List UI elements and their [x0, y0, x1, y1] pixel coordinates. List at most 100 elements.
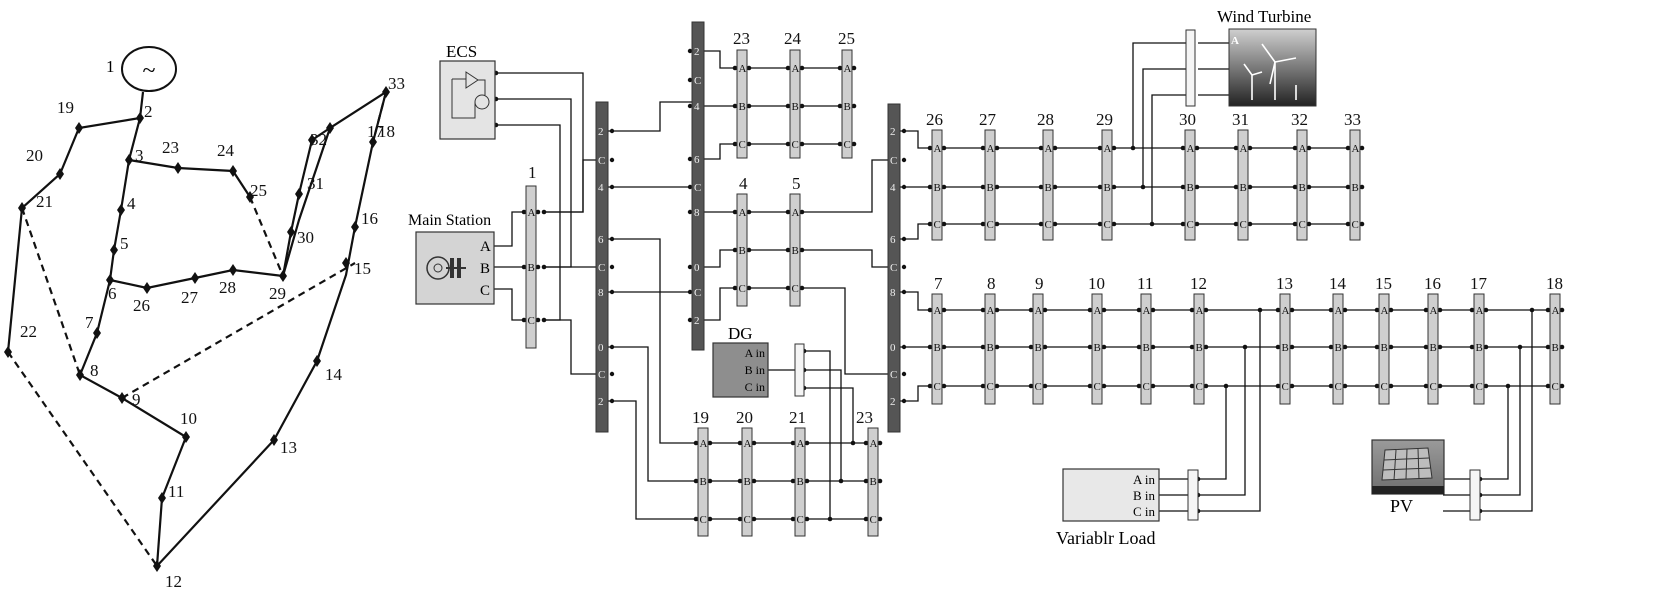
bus-label-4: 4 — [739, 174, 748, 193]
bus-column-10[interactable]: ABC — [1091, 293, 1103, 405]
bar6-port-7: C — [890, 369, 897, 381]
bus-node-29 — [279, 270, 287, 282]
bus-label-29: 29 — [1096, 110, 1113, 129]
bus-node-10 — [182, 431, 190, 443]
bus-label-7: 7 — [934, 274, 943, 293]
phase-label-c: C — [744, 514, 751, 526]
bar2-port-2: 4 — [598, 182, 604, 194]
phase-label-a: A — [1196, 305, 1204, 317]
variable-load-block[interactable]: A in B in C in Variablr Load — [1056, 468, 1199, 548]
bus-node-25 — [246, 191, 254, 203]
phase-label-a: A — [1352, 143, 1360, 155]
bus-column-26[interactable]: ABC — [931, 129, 943, 241]
bus-column-11[interactable]: ABC — [1140, 293, 1152, 405]
bar-mid-port-2: 4 — [694, 101, 700, 113]
bar2-port-4: C — [598, 262, 605, 274]
node-label-20: 20 — [26, 146, 43, 165]
bus-node-33 — [326, 122, 334, 134]
node-label-22: 22 — [20, 322, 37, 341]
bus-column-29[interactable]: ABC — [1101, 129, 1113, 241]
node-label-28: 28 — [219, 278, 236, 297]
bus-column-12[interactable]: ABC — [1193, 293, 1205, 405]
bus-column-25[interactable]: ABC — [841, 49, 853, 159]
phase-label-c: C — [1282, 381, 1289, 393]
bus-column-13[interactable]: ABC — [1279, 293, 1291, 405]
bus-label-11: 11 — [1137, 274, 1153, 293]
bus-column-33[interactable]: ABC — [1349, 129, 1361, 241]
phase-label-b: B — [870, 476, 877, 488]
phase-label-c: C — [1094, 381, 1101, 393]
dg-block[interactable]: DG A in B in C in — [712, 324, 805, 398]
bus-column-17[interactable]: ABC — [1473, 293, 1485, 405]
bar2-port-5: 8 — [598, 287, 604, 299]
node-label-14: 14 — [325, 365, 343, 384]
bus-node-15 — [342, 257, 350, 269]
phase-label-c: C — [1187, 219, 1194, 231]
node-label-17: 17 — [367, 122, 385, 141]
phase-label-b: B — [744, 476, 751, 488]
bus-column-18[interactable]: ABC — [1549, 293, 1561, 405]
bus-column-23b[interactable]: ABC — [867, 427, 879, 537]
bus-column-15[interactable]: ABC — [1378, 293, 1390, 405]
bus-node-18 — [382, 86, 390, 98]
phase-label-c: C — [1552, 381, 1559, 393]
bus-column-27[interactable]: ABC — [984, 129, 996, 241]
bus-node-7 — [93, 327, 101, 339]
bus-column-5[interactable]: ABC — [789, 193, 801, 307]
bus-column-19[interactable]: ABC — [697, 427, 709, 537]
bus-column-32[interactable]: ABC — [1296, 129, 1308, 241]
bus-node-3 — [125, 154, 133, 166]
bus-column-8[interactable]: ABC — [984, 293, 996, 405]
phase-label-c: C — [1045, 219, 1052, 231]
phase-label-a: A — [870, 438, 878, 450]
bus-column-14[interactable]: ABC — [1332, 293, 1344, 405]
bus-column-30[interactable]: ABC — [1184, 129, 1196, 241]
pv-block[interactable]: PV — [1371, 439, 1481, 521]
bus-column-20[interactable]: ABC — [741, 427, 753, 537]
main-station-title: Main Station — [408, 212, 491, 229]
bus-node-5 — [110, 244, 118, 256]
bus-label-25: 25 — [838, 29, 855, 48]
phase-label-a: A — [1104, 143, 1112, 155]
bus-column-24[interactable]: ABC — [789, 49, 801, 159]
bus-column-1[interactable]: ABC — [525, 185, 537, 349]
bus-column-21[interactable]: ABC — [794, 427, 806, 537]
phase-label-b: B — [1552, 342, 1559, 354]
bus-label-23: 23 — [733, 29, 750, 48]
bus-column-28[interactable]: ABC — [1042, 129, 1054, 241]
wind-turbine-icon — [1243, 43, 1297, 100]
bus-column-4[interactable]: ABC — [736, 193, 748, 307]
phase-label-c: C — [1335, 381, 1342, 393]
phase-label-a: A — [1299, 143, 1307, 155]
phase-label-c: C — [792, 139, 799, 151]
phase-label-b: B — [739, 101, 746, 113]
bus-column-16[interactable]: ABC — [1427, 293, 1439, 405]
ecs-title: ECS — [446, 42, 477, 61]
phase-label-a: A — [1143, 305, 1151, 317]
bus-node-2 — [136, 112, 144, 124]
wind-turbine-block[interactable]: A Wind Turbine — [1185, 7, 1317, 107]
bus-bar-6 — [887, 103, 901, 433]
bus-column-7[interactable]: ABC — [931, 293, 943, 405]
phase-label-b: B — [934, 342, 941, 354]
bar2-port-3: 6 — [598, 234, 604, 246]
node-label-9: 9 — [132, 390, 141, 409]
phase-label-a: A — [1240, 143, 1248, 155]
bus-column-9[interactable]: ABC — [1032, 293, 1044, 405]
main-station-block[interactable]: Main Station A B C — [408, 212, 495, 305]
bus-label-16: 16 — [1424, 274, 1441, 293]
phase-label-b: B — [1187, 182, 1194, 194]
phase-label-c: C — [1430, 381, 1437, 393]
dg-port-c: C in — [745, 380, 765, 394]
bus-column-31[interactable]: ABC — [1237, 129, 1249, 241]
node-label-18: 18 — [378, 122, 395, 141]
ecs-block[interactable]: ECS — [439, 42, 496, 140]
phase-label-a: A — [1476, 305, 1484, 317]
phase-label-a: A — [1335, 305, 1343, 317]
bus-node-23 — [174, 162, 182, 174]
bus-column-23[interactable]: ABC — [736, 49, 748, 159]
bus-node-9 — [118, 392, 126, 404]
bus-label-21: 21 — [789, 408, 806, 427]
node-label-13: 13 — [280, 438, 297, 457]
